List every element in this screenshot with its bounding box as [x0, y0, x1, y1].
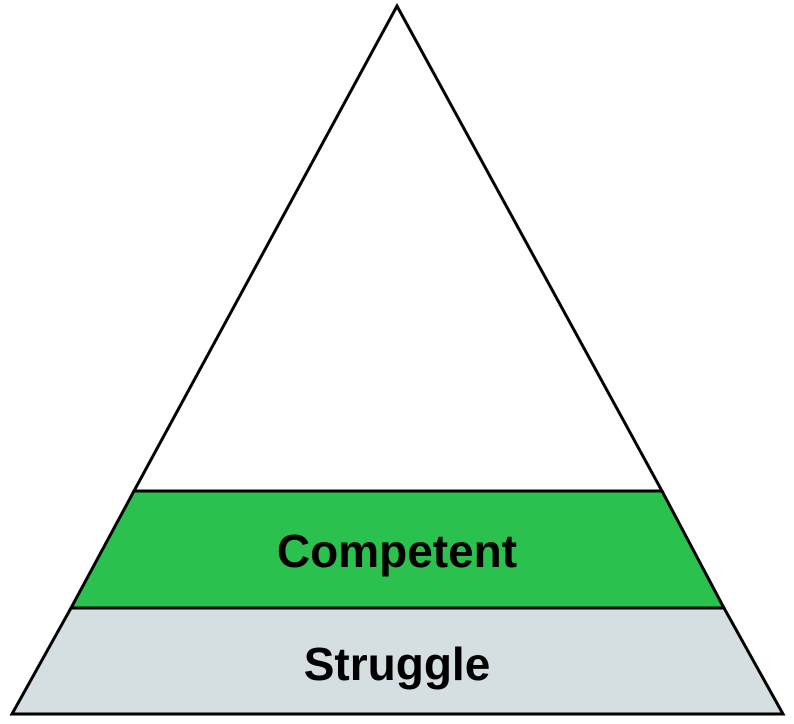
pyramid-top-layer	[131, 2, 665, 493]
pyramid-struggle-layer	[9, 606, 786, 716]
competent-label: Competent	[277, 525, 517, 577]
struggle-label: Struggle	[304, 638, 491, 690]
